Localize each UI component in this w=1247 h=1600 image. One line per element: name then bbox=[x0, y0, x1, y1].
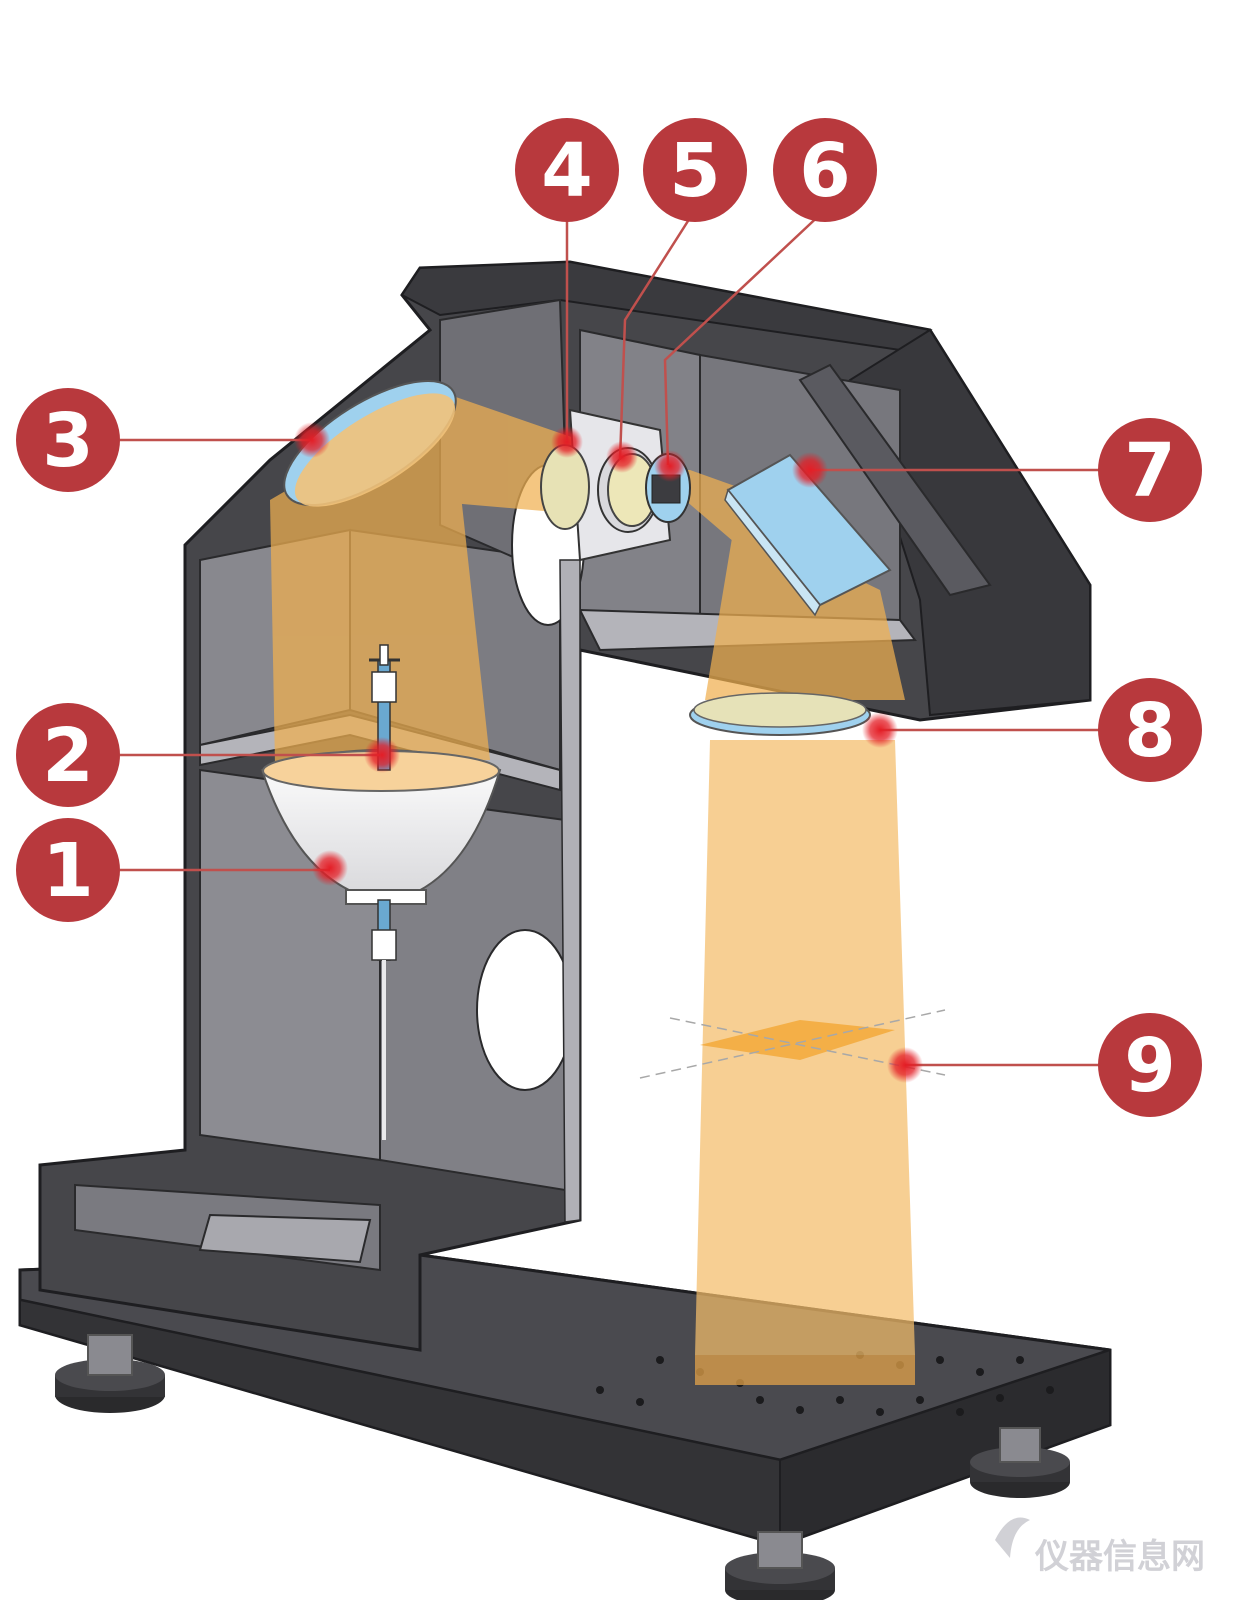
diffraction-grating bbox=[724, 453, 892, 617]
callout-4: 4 bbox=[515, 118, 619, 222]
callout-2-label: 2 bbox=[42, 713, 94, 799]
hotspot-9 bbox=[887, 1047, 923, 1083]
hotspot-1 bbox=[312, 850, 348, 886]
watermark: 仪器信息网 bbox=[995, 1517, 1205, 1577]
callout-badges: 1 2 3 4 5 6 7 8 bbox=[16, 118, 1202, 1117]
lower-port-opening bbox=[476, 929, 574, 1091]
callout-9-label: 9 bbox=[1124, 1023, 1176, 1109]
callout-6: 6 bbox=[773, 118, 877, 222]
callout-2: 2 bbox=[16, 703, 120, 807]
hotspot-7 bbox=[792, 452, 828, 488]
focal-plane-line bbox=[639, 1009, 946, 1079]
hotspot-6 bbox=[654, 450, 686, 482]
hotspot-3 bbox=[294, 422, 330, 458]
sample-focal-patch bbox=[700, 1020, 895, 1060]
callout-3: 3 bbox=[16, 388, 120, 492]
collimating-mirror bbox=[283, 379, 457, 507]
watermark-text: 仪器信息网 bbox=[1034, 1537, 1205, 1577]
hotspot-5 bbox=[606, 441, 638, 473]
callout-4-label: 4 bbox=[541, 128, 593, 214]
leader-lines bbox=[120, 209, 1100, 1067]
brand-logo-icon bbox=[995, 1517, 1030, 1558]
hotspot-8 bbox=[862, 712, 898, 748]
callout-1-label: 1 bbox=[42, 828, 94, 914]
callout-8: 8 bbox=[1098, 678, 1202, 782]
callout-5-label: 5 bbox=[669, 128, 721, 214]
hotspot-2 bbox=[364, 737, 400, 773]
callout-8-label: 8 bbox=[1124, 688, 1176, 774]
callout-5: 5 bbox=[643, 118, 747, 222]
housing-frame bbox=[38, 260, 1092, 1352]
leveling-feet bbox=[55, 1334, 1070, 1600]
hotspot-4 bbox=[551, 426, 583, 458]
callout-7: 7 bbox=[1098, 418, 1202, 522]
callout-6-label: 6 bbox=[799, 128, 851, 214]
callout-3-label: 3 bbox=[42, 398, 94, 484]
electrode-rod bbox=[369, 644, 400, 1140]
hotspots bbox=[294, 422, 923, 1083]
focusing-lens bbox=[689, 692, 871, 736]
callout-7-label: 7 bbox=[1124, 428, 1176, 514]
callout-9: 9 bbox=[1098, 1013, 1202, 1117]
callout-1: 1 bbox=[16, 818, 120, 922]
